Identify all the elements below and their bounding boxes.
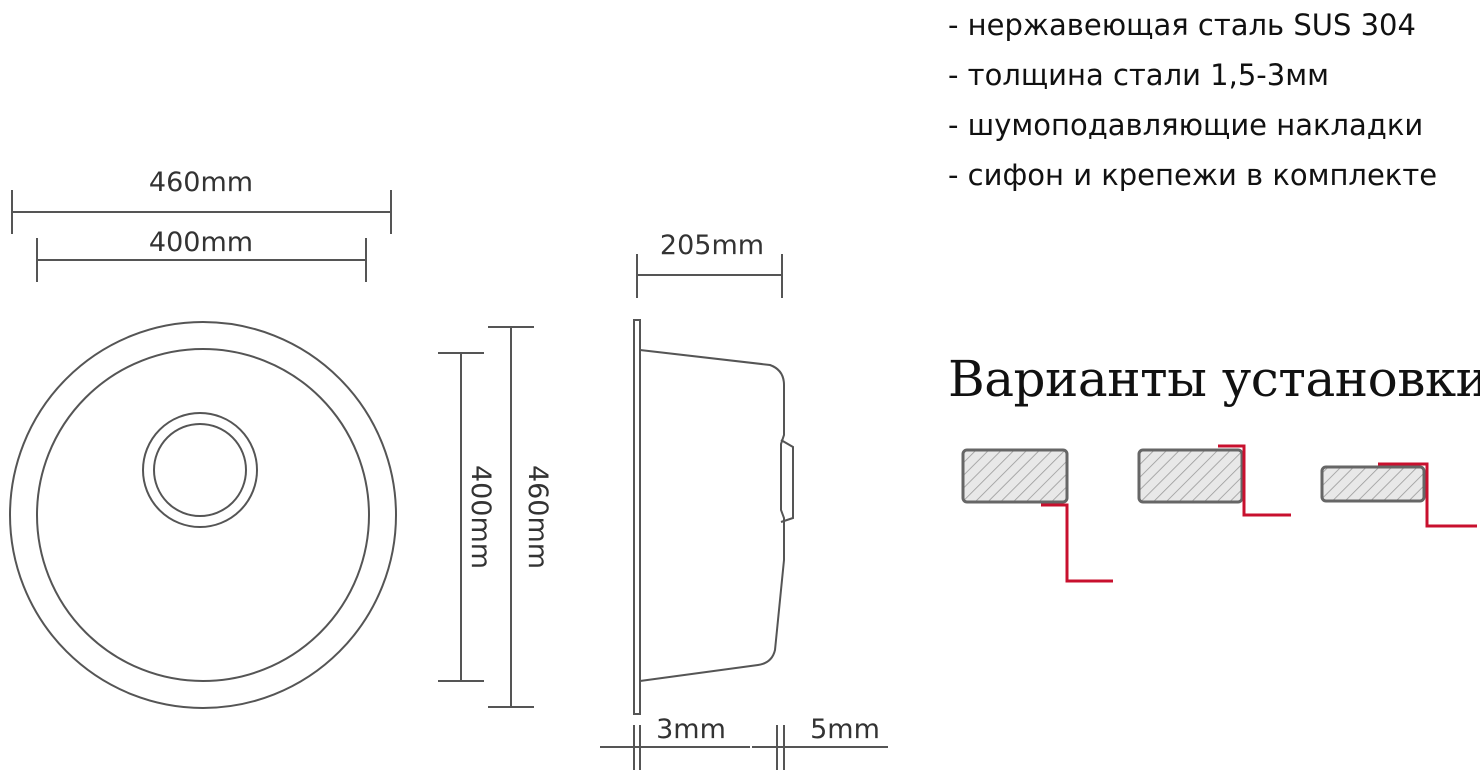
drain-inner-circle [153, 423, 247, 517]
spec-item-accessories: - сифон и крепежи в комплекте [948, 158, 1438, 192]
sink-rim-circle [9, 321, 397, 709]
outer-height-label: 460mm [522, 465, 553, 569]
install-option-flush-mount [1137, 444, 1291, 517]
inner-width-label: 400mm [149, 227, 253, 258]
sink-bowl-profile [639, 349, 785, 682]
depth-dimension: 205mm [636, 230, 783, 298]
sink-side-view [633, 319, 794, 715]
sink-bowl-circle [36, 348, 370, 682]
spec-list: - нержавеющая сталь SUS 304 - толщина ст… [948, 0, 1437, 200]
countertop-section [1320, 465, 1426, 503]
inner-width-dimension: 400mm [36, 227, 367, 282]
drain-outer-circle [142, 412, 258, 528]
drain-offset-dimension: 5mm [752, 714, 888, 770]
drain-offset-label: 5mm [810, 714, 880, 745]
countertop-section [1137, 448, 1244, 504]
depth-label: 205mm [660, 230, 764, 261]
drain-outlet-profile [780, 439, 794, 523]
spec-item-thickness: - толщина стали 1,5-3мм [948, 58, 1329, 92]
inner-height-label: 400mm [465, 465, 496, 569]
sink-profile-line [1378, 462, 1477, 528]
countertop-section [961, 448, 1069, 504]
install-options-title: Варианты установки [948, 350, 1480, 408]
outer-width-label: 460mm [149, 167, 253, 198]
install-option-overmount [961, 448, 1113, 583]
spec-item-noise-pads: - шумоподавляющие накладки [948, 108, 1424, 142]
inner-height-dimension: 400mm [438, 352, 496, 682]
flange-thickness-label: 3mm [656, 714, 726, 745]
outer-height-dimension: 460mm [488, 326, 553, 708]
sink-profile-line [1218, 444, 1291, 517]
flange-thickness-dimension: 3mm [600, 714, 750, 770]
sink-top-view [9, 321, 397, 709]
spec-item-material: - нержавеющая сталь SUS 304 [948, 8, 1416, 42]
install-option-undermount [1320, 462, 1477, 528]
outer-width-dimension: 460mm [11, 167, 392, 234]
sink-profile-line [1041, 503, 1113, 583]
